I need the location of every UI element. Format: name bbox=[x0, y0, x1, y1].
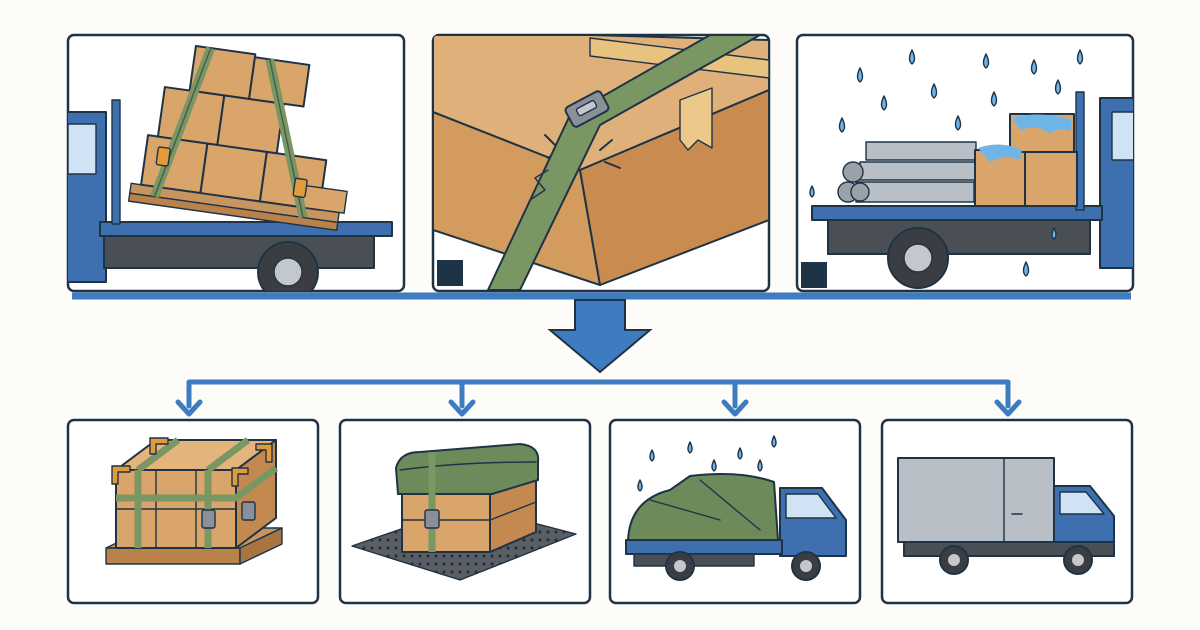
solution-panel-enclosed-box-truck bbox=[880, 418, 1134, 605]
arrowhead-3 bbox=[721, 399, 749, 417]
arrowhead-2 bbox=[448, 399, 476, 417]
solution-panel-edge-protected-strapping bbox=[66, 418, 320, 605]
problem-panel-strap-damage bbox=[431, 33, 771, 293]
pallet-with-corner-guards-icon bbox=[105, 437, 283, 565]
distribution-line bbox=[186, 379, 1011, 409]
flow-connectors bbox=[72, 292, 1131, 417]
arrowhead-1 bbox=[175, 399, 203, 417]
shifting-pallet-load-icon bbox=[68, 44, 393, 291]
converge-arrow bbox=[547, 299, 653, 374]
arrowhead-4 bbox=[994, 399, 1022, 417]
problem-panel-unsecured-load bbox=[66, 33, 406, 293]
padded-load-on-mat-icon bbox=[351, 443, 577, 581]
solution-panel-padding-and-anti-slip-mat bbox=[338, 418, 592, 605]
tarp-covered-truck-icon bbox=[625, 435, 847, 581]
problem-panel-water-exposure bbox=[795, 33, 1135, 293]
rain-on-open-truck-icon bbox=[801, 49, 1133, 289]
solution-panel-tarp-covered-flatbed bbox=[608, 418, 862, 605]
box-truck-icon bbox=[897, 457, 1115, 575]
strap-crushing-box-icon bbox=[433, 35, 769, 291]
